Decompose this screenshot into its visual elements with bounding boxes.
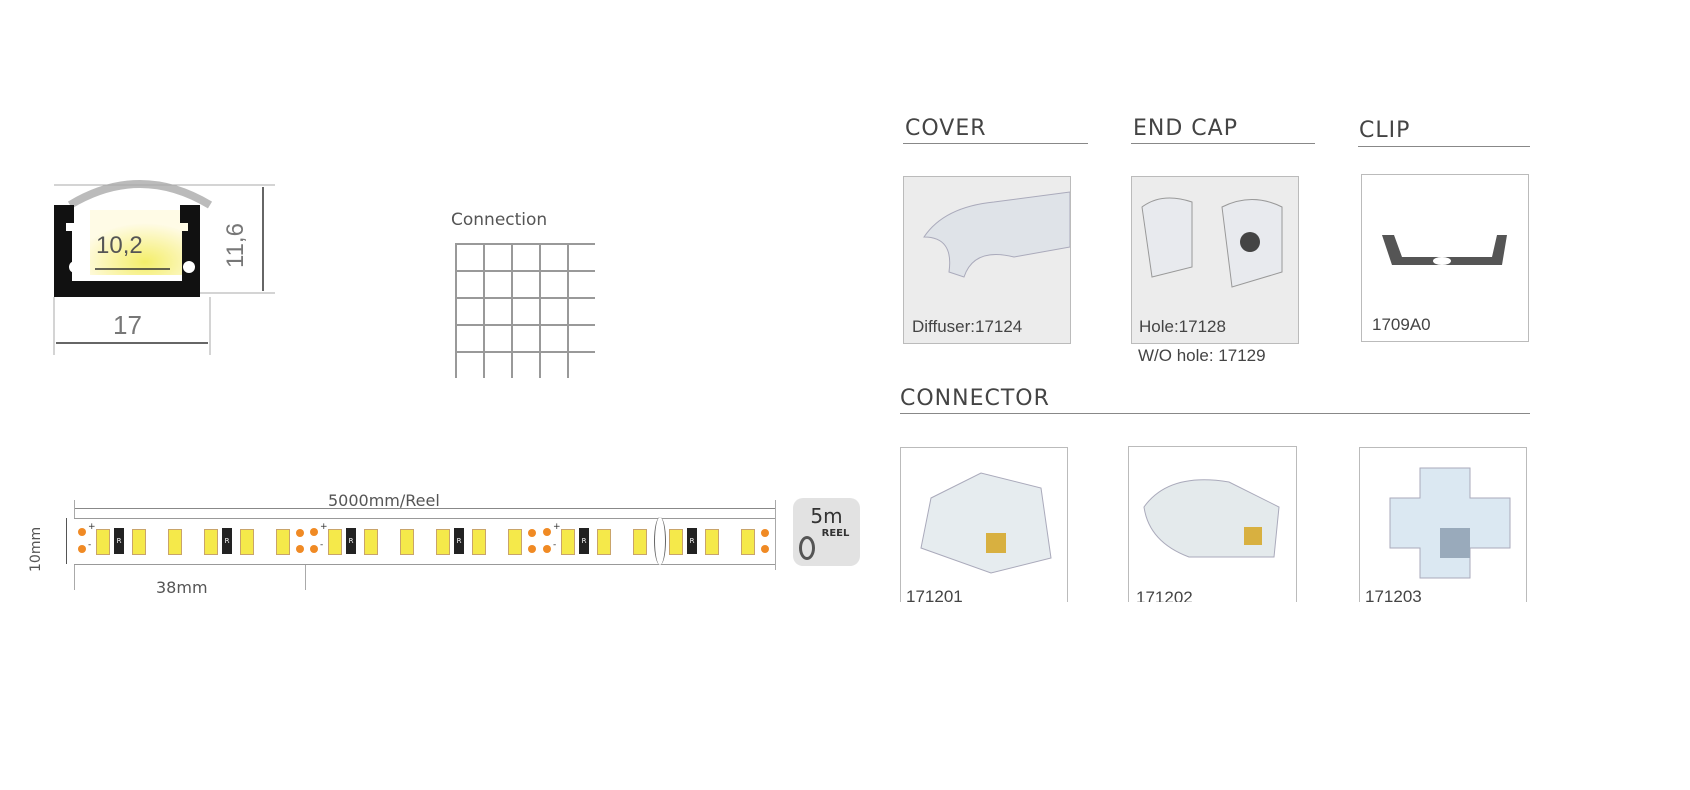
led-chip bbox=[705, 529, 719, 555]
resistor: R bbox=[454, 528, 464, 554]
resistor: R bbox=[346, 528, 356, 554]
led-chip bbox=[132, 529, 146, 555]
solder-pad bbox=[78, 528, 86, 536]
cover-heading: COVER bbox=[905, 116, 987, 141]
solder-pad bbox=[296, 545, 304, 553]
led-chip bbox=[508, 529, 522, 555]
reel-badge: 5m REEL bbox=[793, 498, 860, 566]
length-dimension-line bbox=[74, 508, 775, 509]
connector-3-part-number: 171203 bbox=[1365, 587, 1422, 602]
led-chip bbox=[328, 529, 342, 555]
reel-icon bbox=[799, 536, 815, 560]
divider bbox=[1131, 143, 1315, 144]
end-cap-illustration bbox=[1141, 197, 1283, 288]
led-chip bbox=[741, 529, 755, 555]
strip-length-label: 5000mm/Reel bbox=[328, 491, 440, 510]
connector-2-illustration bbox=[1143, 479, 1280, 558]
led-chip bbox=[472, 529, 486, 555]
strip-break-mark bbox=[654, 517, 666, 565]
connector-2-card: 171202 bbox=[1128, 446, 1297, 602]
solder-pad bbox=[310, 528, 318, 536]
connector-3-card: 171203 bbox=[1359, 447, 1527, 602]
led-chip bbox=[597, 529, 611, 555]
cover-part-number: Diffuser:17124 bbox=[912, 317, 1023, 336]
solder-pad bbox=[761, 529, 769, 537]
connection-grid bbox=[455, 243, 595, 378]
connector-2-part-number: 171202 bbox=[1136, 588, 1193, 602]
connector-3-illustration bbox=[1389, 467, 1511, 579]
end-cap-part-number: Hole:17128 bbox=[1139, 317, 1226, 336]
plus-sign: + bbox=[553, 522, 561, 532]
solder-pad bbox=[543, 545, 551, 553]
led-chip bbox=[364, 529, 378, 555]
end-cap-image: Hole:17128 bbox=[1131, 176, 1299, 344]
solder-pad bbox=[528, 529, 536, 537]
solder-pad bbox=[528, 545, 536, 553]
connector-1-illustration bbox=[920, 472, 1052, 574]
led-chip bbox=[204, 529, 218, 555]
pitch-label: 38mm bbox=[156, 578, 208, 597]
led-chip bbox=[96, 529, 110, 555]
led-chip bbox=[276, 529, 290, 555]
minus-sign: - bbox=[320, 540, 324, 550]
resistor: R bbox=[114, 528, 124, 554]
clip-part-number: 1709A0 bbox=[1372, 315, 1431, 334]
cover-image: Diffuser:17124 bbox=[903, 176, 1071, 344]
profile-cross-section-drawing bbox=[53, 180, 275, 355]
reel-length: 5m bbox=[810, 504, 843, 528]
led-chip bbox=[168, 529, 182, 555]
led-chip bbox=[400, 529, 414, 555]
clip-heading: CLIP bbox=[1359, 118, 1411, 143]
divider bbox=[900, 413, 1530, 414]
led-chip bbox=[436, 529, 450, 555]
profile-height-dimension: 11,6 bbox=[222, 223, 249, 268]
solder-pad bbox=[296, 529, 304, 537]
minus-sign: - bbox=[88, 540, 92, 550]
connector-1-part-number: 171201 bbox=[906, 587, 963, 602]
plus-sign: + bbox=[320, 522, 328, 532]
led-chip bbox=[633, 529, 647, 555]
connector-1-card: 171201 bbox=[900, 447, 1068, 602]
led-chip bbox=[561, 529, 575, 555]
divider bbox=[903, 143, 1088, 144]
clip-image: 1709A0 bbox=[1361, 174, 1529, 342]
divider bbox=[1358, 146, 1530, 147]
width-dimension-line bbox=[66, 518, 67, 564]
end-cap-no-hole-part-number: W/O hole: 17129 bbox=[1138, 346, 1266, 365]
profile-width-dimension: 17 bbox=[113, 310, 142, 340]
plus-sign: + bbox=[88, 522, 96, 532]
strip-width-label: 10mm bbox=[28, 526, 44, 572]
solder-pad bbox=[78, 545, 86, 553]
dimension-tick bbox=[775, 500, 776, 570]
connector-heading: CONNECTOR bbox=[900, 386, 1050, 411]
resistor: R bbox=[222, 528, 232, 554]
minus-sign: - bbox=[553, 540, 557, 550]
connection-title: Connection bbox=[451, 210, 548, 230]
solder-pad bbox=[310, 545, 318, 553]
led-chip bbox=[669, 529, 683, 555]
clip-illustration bbox=[1382, 235, 1507, 265]
diffuser-illustration bbox=[923, 191, 1070, 278]
profile-inner-width-dimension: 10,2 bbox=[96, 232, 143, 259]
resistor: R bbox=[687, 528, 697, 554]
solder-pad bbox=[543, 528, 551, 536]
end-cap-heading: END CAP bbox=[1133, 116, 1238, 141]
reel-label: REEL bbox=[821, 528, 850, 539]
solder-pad bbox=[761, 545, 769, 553]
dimension-tick bbox=[305, 545, 306, 590]
resistor: R bbox=[579, 528, 589, 554]
led-strip: R R + - R R + - R R + - bbox=[74, 517, 775, 565]
led-chip bbox=[240, 529, 254, 555]
